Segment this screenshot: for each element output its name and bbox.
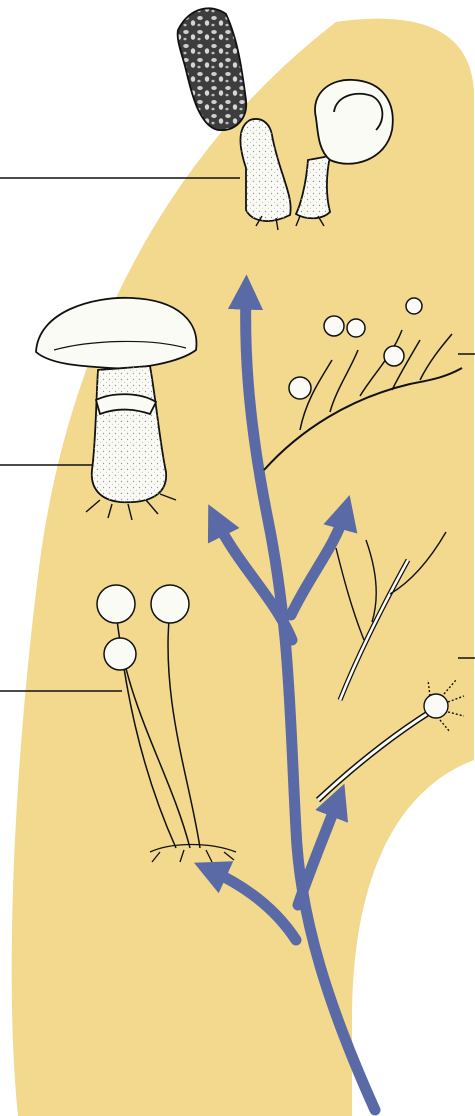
pin-mold-sporangium-2 bbox=[97, 585, 135, 623]
morel-cap bbox=[178, 8, 247, 130]
sporangial-mold-head-4 bbox=[289, 377, 311, 399]
sporangial-mold-head-2 bbox=[347, 319, 365, 337]
sporangial-mold-head-3 bbox=[406, 298, 422, 314]
conidial-mold-vesicle bbox=[424, 694, 448, 718]
sporangial-mold-head-5 bbox=[384, 346, 404, 366]
pin-mold-sporangium-1 bbox=[104, 638, 136, 670]
sporangial-mold-head-1 bbox=[324, 316, 344, 336]
pin-mold-sporangium-3 bbox=[151, 585, 189, 623]
mushroom-cap bbox=[36, 298, 196, 368]
